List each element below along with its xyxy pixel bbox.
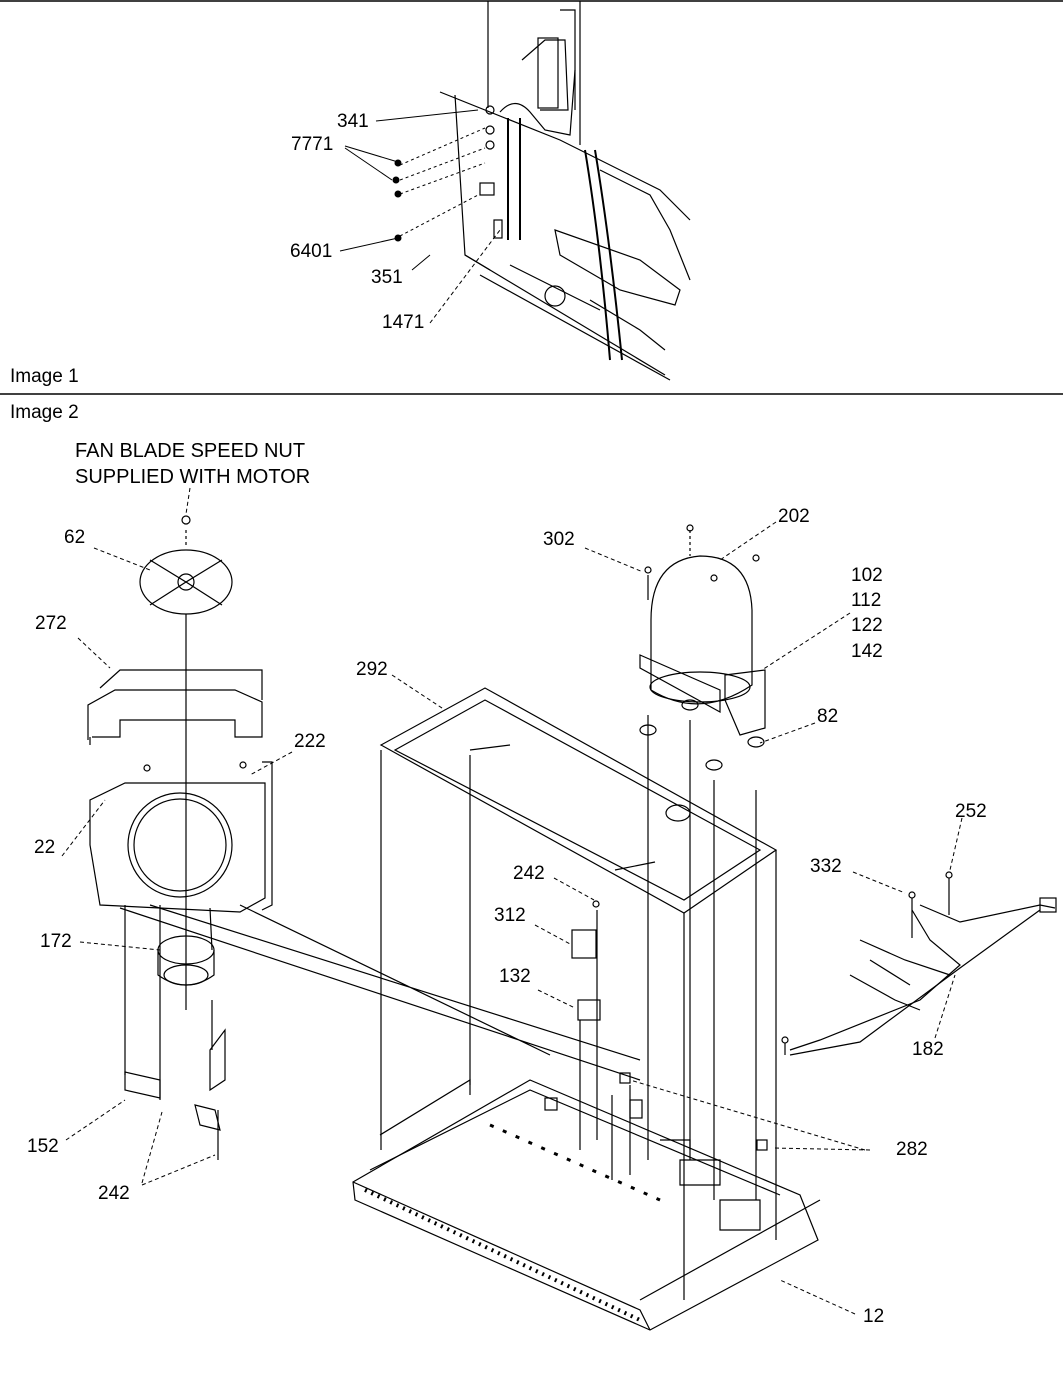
image1-cabinet-drawing xyxy=(439,1,691,381)
part-label-242-relay: 242 xyxy=(513,863,545,884)
image2-leaders xyxy=(61,487,963,1315)
part-label-1471: 1471 xyxy=(382,312,425,333)
fan-bracket-drawing xyxy=(89,761,273,913)
drip-tray-drawing xyxy=(379,687,778,914)
part-label-332: 332 xyxy=(810,856,842,877)
part-label-112: 112 xyxy=(851,590,882,611)
part-label-302: 302 xyxy=(543,529,575,550)
part-label-272: 272 xyxy=(35,613,67,634)
image1-caption: Image 1 xyxy=(10,366,79,387)
part-label-292: 292 xyxy=(356,659,388,680)
part-label-172: 172 xyxy=(40,931,72,952)
part-label-102: 102 xyxy=(851,565,883,586)
part-label-351: 351 xyxy=(371,267,403,288)
part-label-122: 122 xyxy=(851,615,883,636)
fan-note-line2: SUPPLIED WITH MOTOR xyxy=(75,466,311,488)
part-label-222: 222 xyxy=(294,731,326,752)
part-label-312: 312 xyxy=(494,905,526,926)
part-label-7771: 7771 xyxy=(291,134,334,155)
base-pan-drawing xyxy=(352,750,821,1331)
image2-caption: Image 2 xyxy=(10,402,79,423)
part-label-62: 62 xyxy=(64,527,86,548)
part-label-22: 22 xyxy=(34,837,56,858)
wire-harness-drawing xyxy=(781,871,1057,1056)
part-label-82: 82 xyxy=(817,706,839,727)
part-label-202: 202 xyxy=(778,506,810,527)
part-label-152: 152 xyxy=(27,1136,59,1157)
motor-drawing xyxy=(124,935,226,1131)
part-label-341: 341 xyxy=(337,111,369,132)
part-label-242-motor: 242 xyxy=(98,1183,130,1204)
image1-leaders xyxy=(339,109,501,324)
fan-note-line1: FAN BLADE SPEED NUT xyxy=(75,440,306,462)
relay-drawing xyxy=(571,900,601,1150)
part-label-282: 282 xyxy=(896,1139,928,1160)
part-label-12: 12 xyxy=(863,1306,885,1327)
compressor-drawing xyxy=(639,524,766,1200)
fan-shroud-drawing xyxy=(87,669,263,745)
part-label-6401: 6401 xyxy=(290,241,333,262)
part-label-142: 142 xyxy=(851,641,883,662)
harness-lines xyxy=(119,904,641,1160)
part-label-132: 132 xyxy=(499,966,531,987)
part-label-182: 182 xyxy=(912,1039,944,1060)
fan-blade-drawing xyxy=(139,515,233,1010)
part-label-252: 252 xyxy=(955,801,987,822)
